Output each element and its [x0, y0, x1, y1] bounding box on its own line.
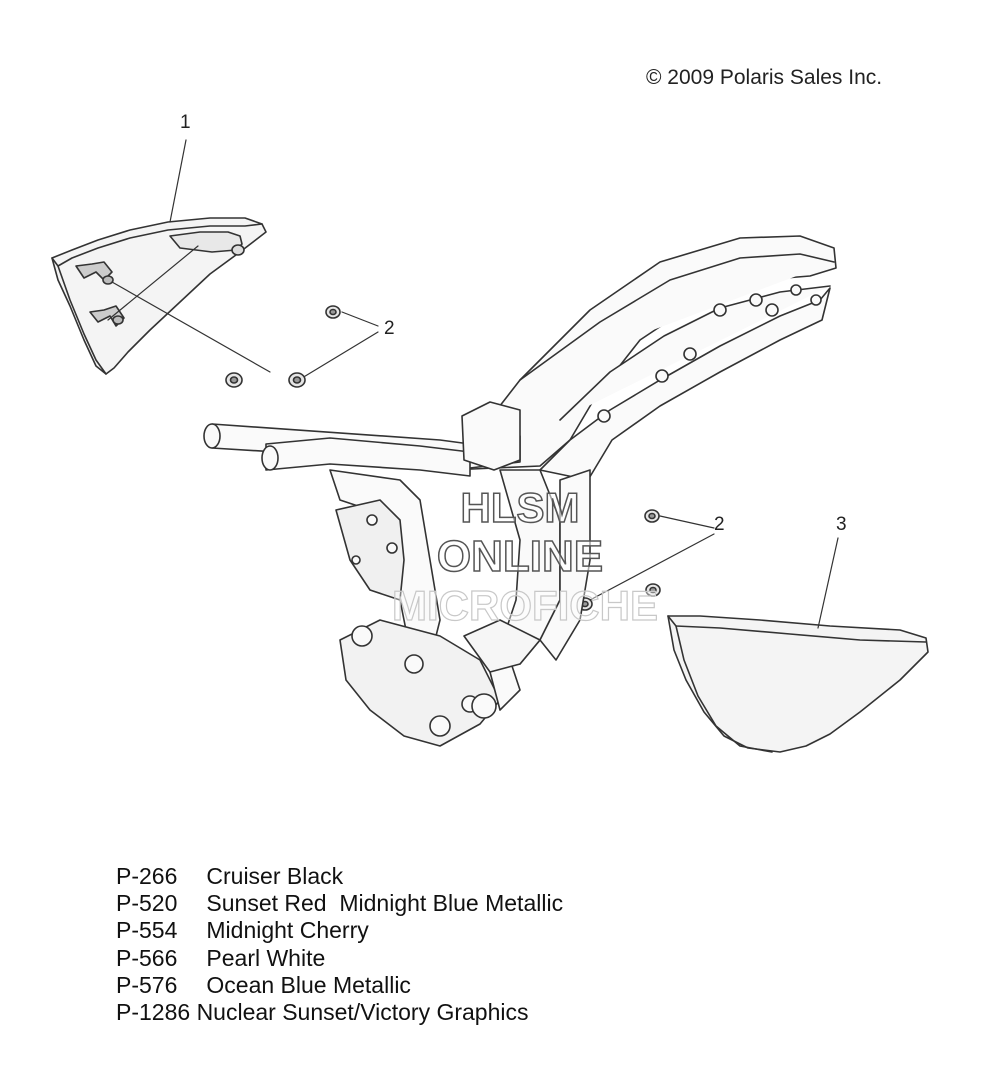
- copyright-notice: © 2009 Polaris Sales Inc.: [646, 66, 883, 89]
- paint-code: P-554: [116, 917, 178, 944]
- paint-code: P-520: [116, 890, 178, 917]
- grommet-upper-c: [288, 372, 306, 388]
- paint-code: P-266: [116, 863, 178, 889]
- paint-code: P-566: [116, 944, 178, 971]
- callout-part-1: 1: [180, 112, 191, 133]
- motorcycle-frame: [203, 235, 837, 747]
- side-cover-right: [667, 615, 929, 753]
- paint-name: Cruiser Black: [206, 863, 344, 889]
- paint-code-row: P-566 Pearl White: [116, 945, 563, 972]
- callout-part-2-upper: 2: [384, 318, 395, 339]
- watermark-line-3: MICROFICHE: [391, 581, 658, 629]
- grommet-upper-b: [225, 372, 243, 388]
- paint-code: P-1286: [116, 999, 191, 1026]
- grommet-lower-a: [644, 509, 660, 523]
- paint-name: Pearl White: [206, 944, 326, 971]
- paint-name: Nuclear Sunset/Victory Graphics: [196, 999, 529, 1026]
- paint-code-legend: P-266 Cruiser Black P-520 Sunset Red Mid…: [116, 863, 563, 1026]
- grommet-upper-a: [325, 305, 341, 319]
- paint-name: Sunset Red Midnight Blue Metallic: [206, 890, 564, 917]
- grommets: [225, 305, 661, 611]
- side-cover-left: [51, 217, 267, 375]
- paint-code-row: P-576 Ocean Blue Metallic: [116, 972, 563, 999]
- callout-part-2-lower: 2: [714, 514, 725, 535]
- paint-name: Midnight Cherry: [206, 917, 369, 944]
- grommet-lower-c: [645, 583, 661, 597]
- callout-part-3: 3: [836, 514, 847, 535]
- paint-code: P-576: [116, 971, 178, 998]
- leader-lines: [107, 139, 839, 629]
- paint-code-row: P-554 Midnight Cherry: [116, 917, 563, 944]
- paint-code-row: P-520 Sunset Red Midnight Blue Metallic: [116, 890, 563, 917]
- watermark-line-2: ONLINE: [436, 531, 604, 582]
- watermark-line-1: HLSM: [460, 483, 581, 532]
- paint-name: Ocean Blue Metallic: [206, 971, 411, 998]
- paint-code-row: P-1286 Nuclear Sunset/Victory Graphics: [116, 999, 563, 1026]
- paint-code-row: P-266 Cruiser Black: [116, 863, 563, 890]
